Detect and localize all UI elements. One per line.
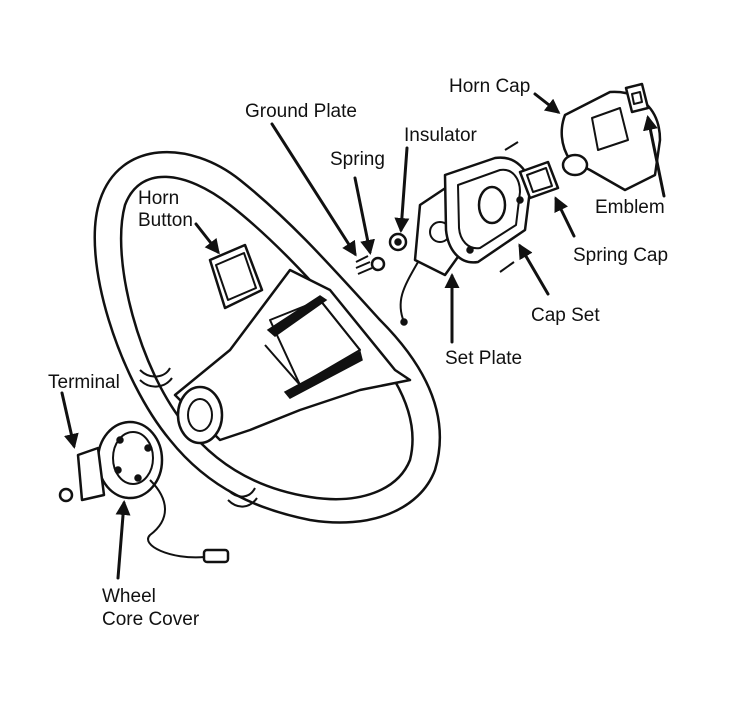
cap-set	[443, 141, 532, 273]
wire-connector	[202, 548, 230, 564]
steering-wheel-spokes	[173, 268, 412, 445]
label-horn-button-line1: Horn	[138, 188, 179, 209]
leader-spring-cap	[554, 196, 576, 238]
label-terminal: Terminal	[48, 372, 120, 393]
leader-horn-button	[194, 222, 220, 255]
spring-cap	[518, 160, 560, 200]
label-set-plate: Set Plate	[445, 348, 522, 369]
leader-emblem	[643, 115, 666, 198]
leader-cap-set	[518, 243, 550, 296]
leader-terminal	[60, 391, 79, 449]
horn-wire	[147, 479, 206, 559]
leader-lines	[60, 92, 666, 580]
leader-ground-plate	[270, 122, 357, 257]
terminal-part	[58, 446, 106, 503]
leader-spring	[353, 176, 375, 255]
label-spring-cap: Spring Cap	[573, 245, 668, 266]
horn-button-pad	[208, 243, 264, 310]
label-wheel-core-cover-line2: Core Cover	[102, 609, 200, 630]
leader-insulator	[394, 146, 410, 233]
spring-part	[355, 255, 386, 275]
leader-wheel-core-cover	[115, 500, 131, 580]
emblem-part	[624, 82, 650, 114]
label-insulator: Insulator	[404, 125, 478, 146]
wheel-core-cover	[96, 420, 164, 500]
label-horn-cap: Horn Cap	[449, 76, 530, 97]
label-wheel-core-cover-line1: Wheel	[102, 586, 156, 607]
label-cap-set: Cap Set	[531, 305, 600, 326]
insulator-part	[388, 232, 408, 252]
label-horn-button-line2: Button	[138, 210, 193, 231]
label-ground-plate: Ground Plate	[245, 101, 357, 122]
label-spring: Spring	[330, 149, 385, 170]
leader-horn-cap	[533, 92, 561, 114]
label-emblem: Emblem	[595, 197, 665, 218]
